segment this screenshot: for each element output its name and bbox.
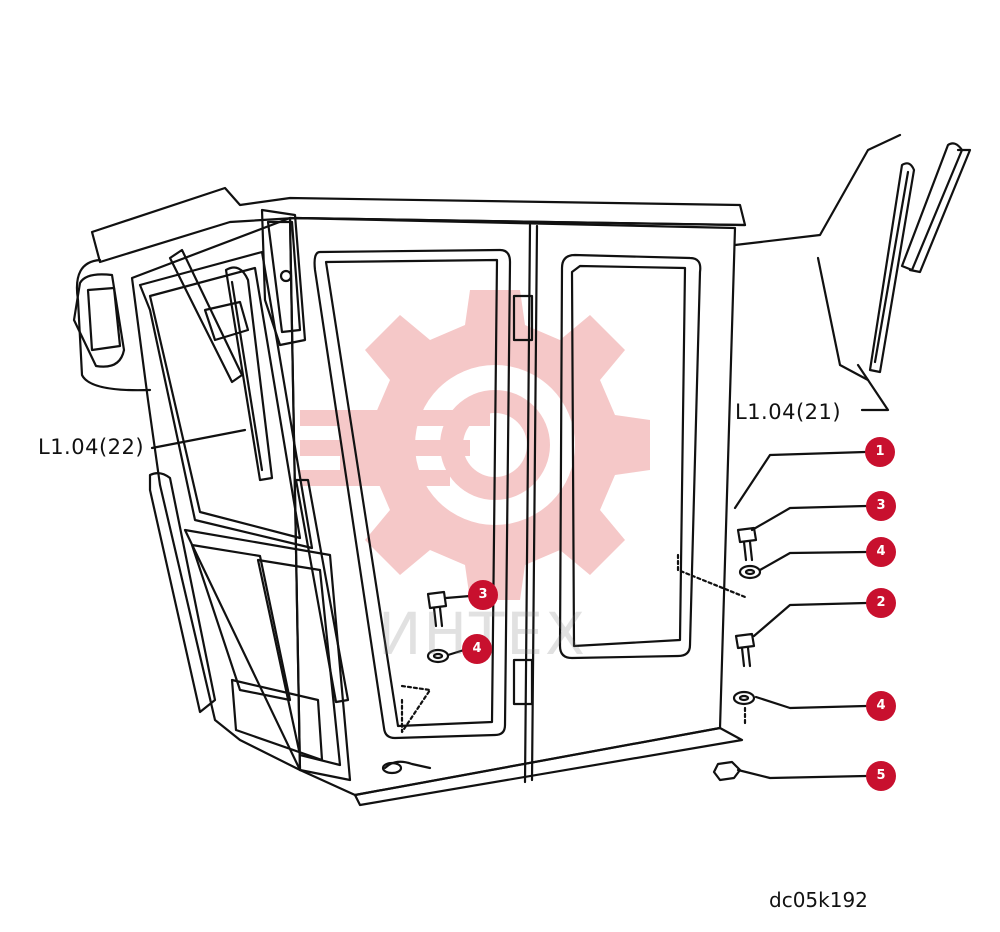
callout-badge-3-right: 3	[866, 491, 896, 521]
door-divider	[523, 223, 532, 784]
front-window	[138, 250, 314, 550]
right-wiper-arm	[900, 142, 964, 272]
door-window	[558, 253, 702, 660]
callout-badge-5: 5	[866, 761, 896, 791]
door-handle	[383, 760, 432, 770]
bolt-right-2	[734, 632, 756, 668]
callout-badge-2: 2	[866, 588, 896, 618]
wiper-motor	[260, 208, 307, 347]
leader-ref-21	[856, 363, 890, 412]
bolt-left-3	[426, 590, 448, 628]
door-hinge-top	[512, 294, 534, 342]
watermark-gear-logo	[300, 290, 650, 600]
callout-badge-4-left: 4	[462, 634, 492, 664]
left-wiper-blade	[224, 266, 274, 482]
right-wiper-blade	[868, 162, 916, 374]
cab-roof	[90, 186, 747, 264]
side-mirror	[72, 273, 126, 368]
washer-right-4b	[732, 690, 756, 706]
leader-ref-22	[150, 428, 247, 450]
cab-front-frame	[130, 216, 302, 772]
callout-badge-1: 1	[865, 437, 895, 467]
reference-label-left-wiper: L1.04(22)	[38, 435, 145, 459]
callout-badge-4-right-lower: 4	[866, 691, 896, 721]
washer-right-4a	[738, 564, 762, 580]
nut-5	[712, 760, 742, 782]
bolt-right-3	[736, 526, 758, 562]
callout-badge-4-right-upper: 4	[866, 537, 896, 567]
lower-frame	[183, 528, 352, 782]
reference-label-right-wiper: L1.04(21)	[735, 400, 842, 424]
side-window-left	[313, 248, 512, 740]
mirror-arm	[75, 258, 152, 392]
door-hinge-bottom	[512, 658, 534, 706]
roof-edge	[293, 216, 747, 227]
callout-badge-3-left: 3	[468, 580, 498, 610]
diagram-code: dc05k192	[769, 888, 868, 912]
cab-bottom-edge	[353, 726, 744, 807]
